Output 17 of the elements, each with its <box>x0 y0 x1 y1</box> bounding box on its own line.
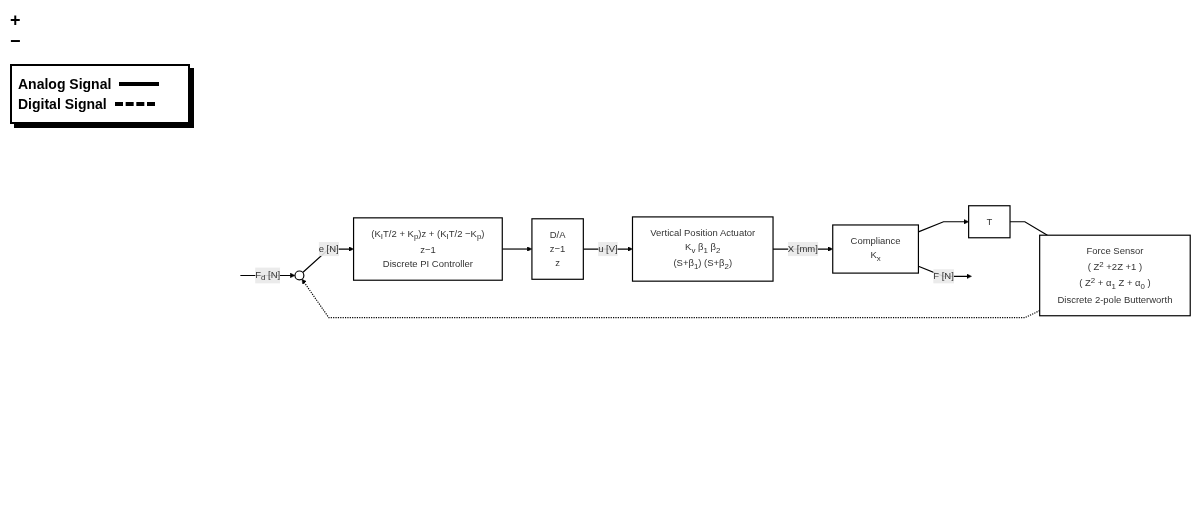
legend-text: Digital Signal <box>18 96 107 112</box>
node-circle <box>294 270 305 281</box>
edge-label: e [N] <box>318 244 339 255</box>
sign-label: − <box>10 31 22 52</box>
node-box: Compliance K$_{x}$ <box>832 224 919 275</box>
legend-text: Analog Signal <box>18 76 112 92</box>
node-box: (K$_{I}$T/2 + K$_{p}$)z + (K$_{I}$T/2 −K$_{p}$) z−1 Discrete PI Controller <box>352 217 503 282</box>
sign-label: + <box>10 10 22 31</box>
node-box: Force Sensor ( Z$^{2}$ +2Z +1 ) ( Z$^{2}$ + α$_{1}$ Z + α$_{0}$ ) Discrete 2-pole Butterworth <box>1039 234 1191 317</box>
node-box: D/A z−1 z <box>531 218 584 281</box>
arrow <box>302 246 354 274</box>
node-box: T <box>968 205 1011 239</box>
edge-label: X [mm] <box>787 244 818 255</box>
edge-label: F$_{d}$ [N] <box>255 269 281 283</box>
edge-label: u [V] <box>598 244 618 255</box>
edge-label: F [N] <box>933 271 954 282</box>
node-box: Vertical Position Actuator K$_{v}$ β$_{1}$ β$_{2}$ (S+β$_{1}$) (S+β$_{2}$) <box>631 216 774 283</box>
